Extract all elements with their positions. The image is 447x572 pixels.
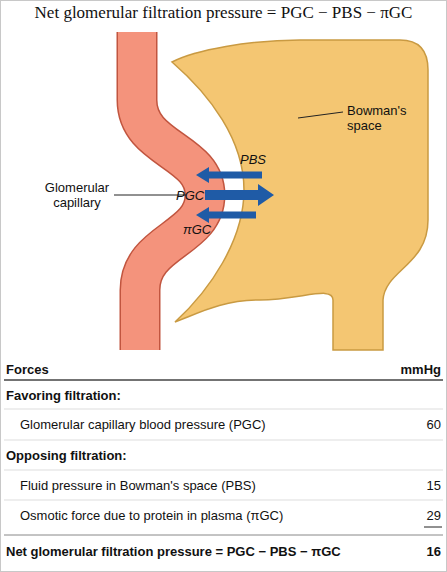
table-section: Favoring filtration: [6,388,306,403]
table-section: Opposing filtration: [6,448,306,463]
capillary-shape [137,32,205,350]
force-symbol: PBS [240,152,280,167]
table-rule [4,535,443,536]
sum-underline [424,527,442,528]
table-value: 16 [380,544,441,559]
table-rule [4,470,443,471]
table-header: Forces [6,362,206,377]
table-value: 15 [380,478,441,493]
force-arrow [196,207,256,223]
table-rule [4,500,443,501]
capillary-wall [137,32,205,350]
table-header: mmHg [340,362,441,377]
diagram-title: Net glomerular filtration pressure = PGC… [0,3,447,23]
table-cell: Glomerular capillary blood pressure (PGC… [20,417,380,432]
table-rule [4,379,443,381]
table-cell: Fluid pressure in Bowman's space (PBS) [20,478,380,493]
force-arrow [196,167,262,183]
table-total: Net glomerular filtration pressure = PGC… [6,544,411,559]
part-label: Bowman's space [347,103,422,133]
force-symbol: PGC [176,188,206,203]
leader-line [114,195,186,196]
force-symbol: πGC [183,222,223,237]
force-arrow [205,184,274,206]
table-value: 29 [380,508,441,523]
leader-line [298,112,343,118]
part-label: Glomerular capillary [38,180,116,210]
table-cell: Osmotic force due to protein in plasma (… [20,508,380,523]
bowmans-space-shape [172,40,428,350]
table-rule [4,409,443,410]
table-rule [4,440,443,441]
table-value: 60 [380,417,441,432]
